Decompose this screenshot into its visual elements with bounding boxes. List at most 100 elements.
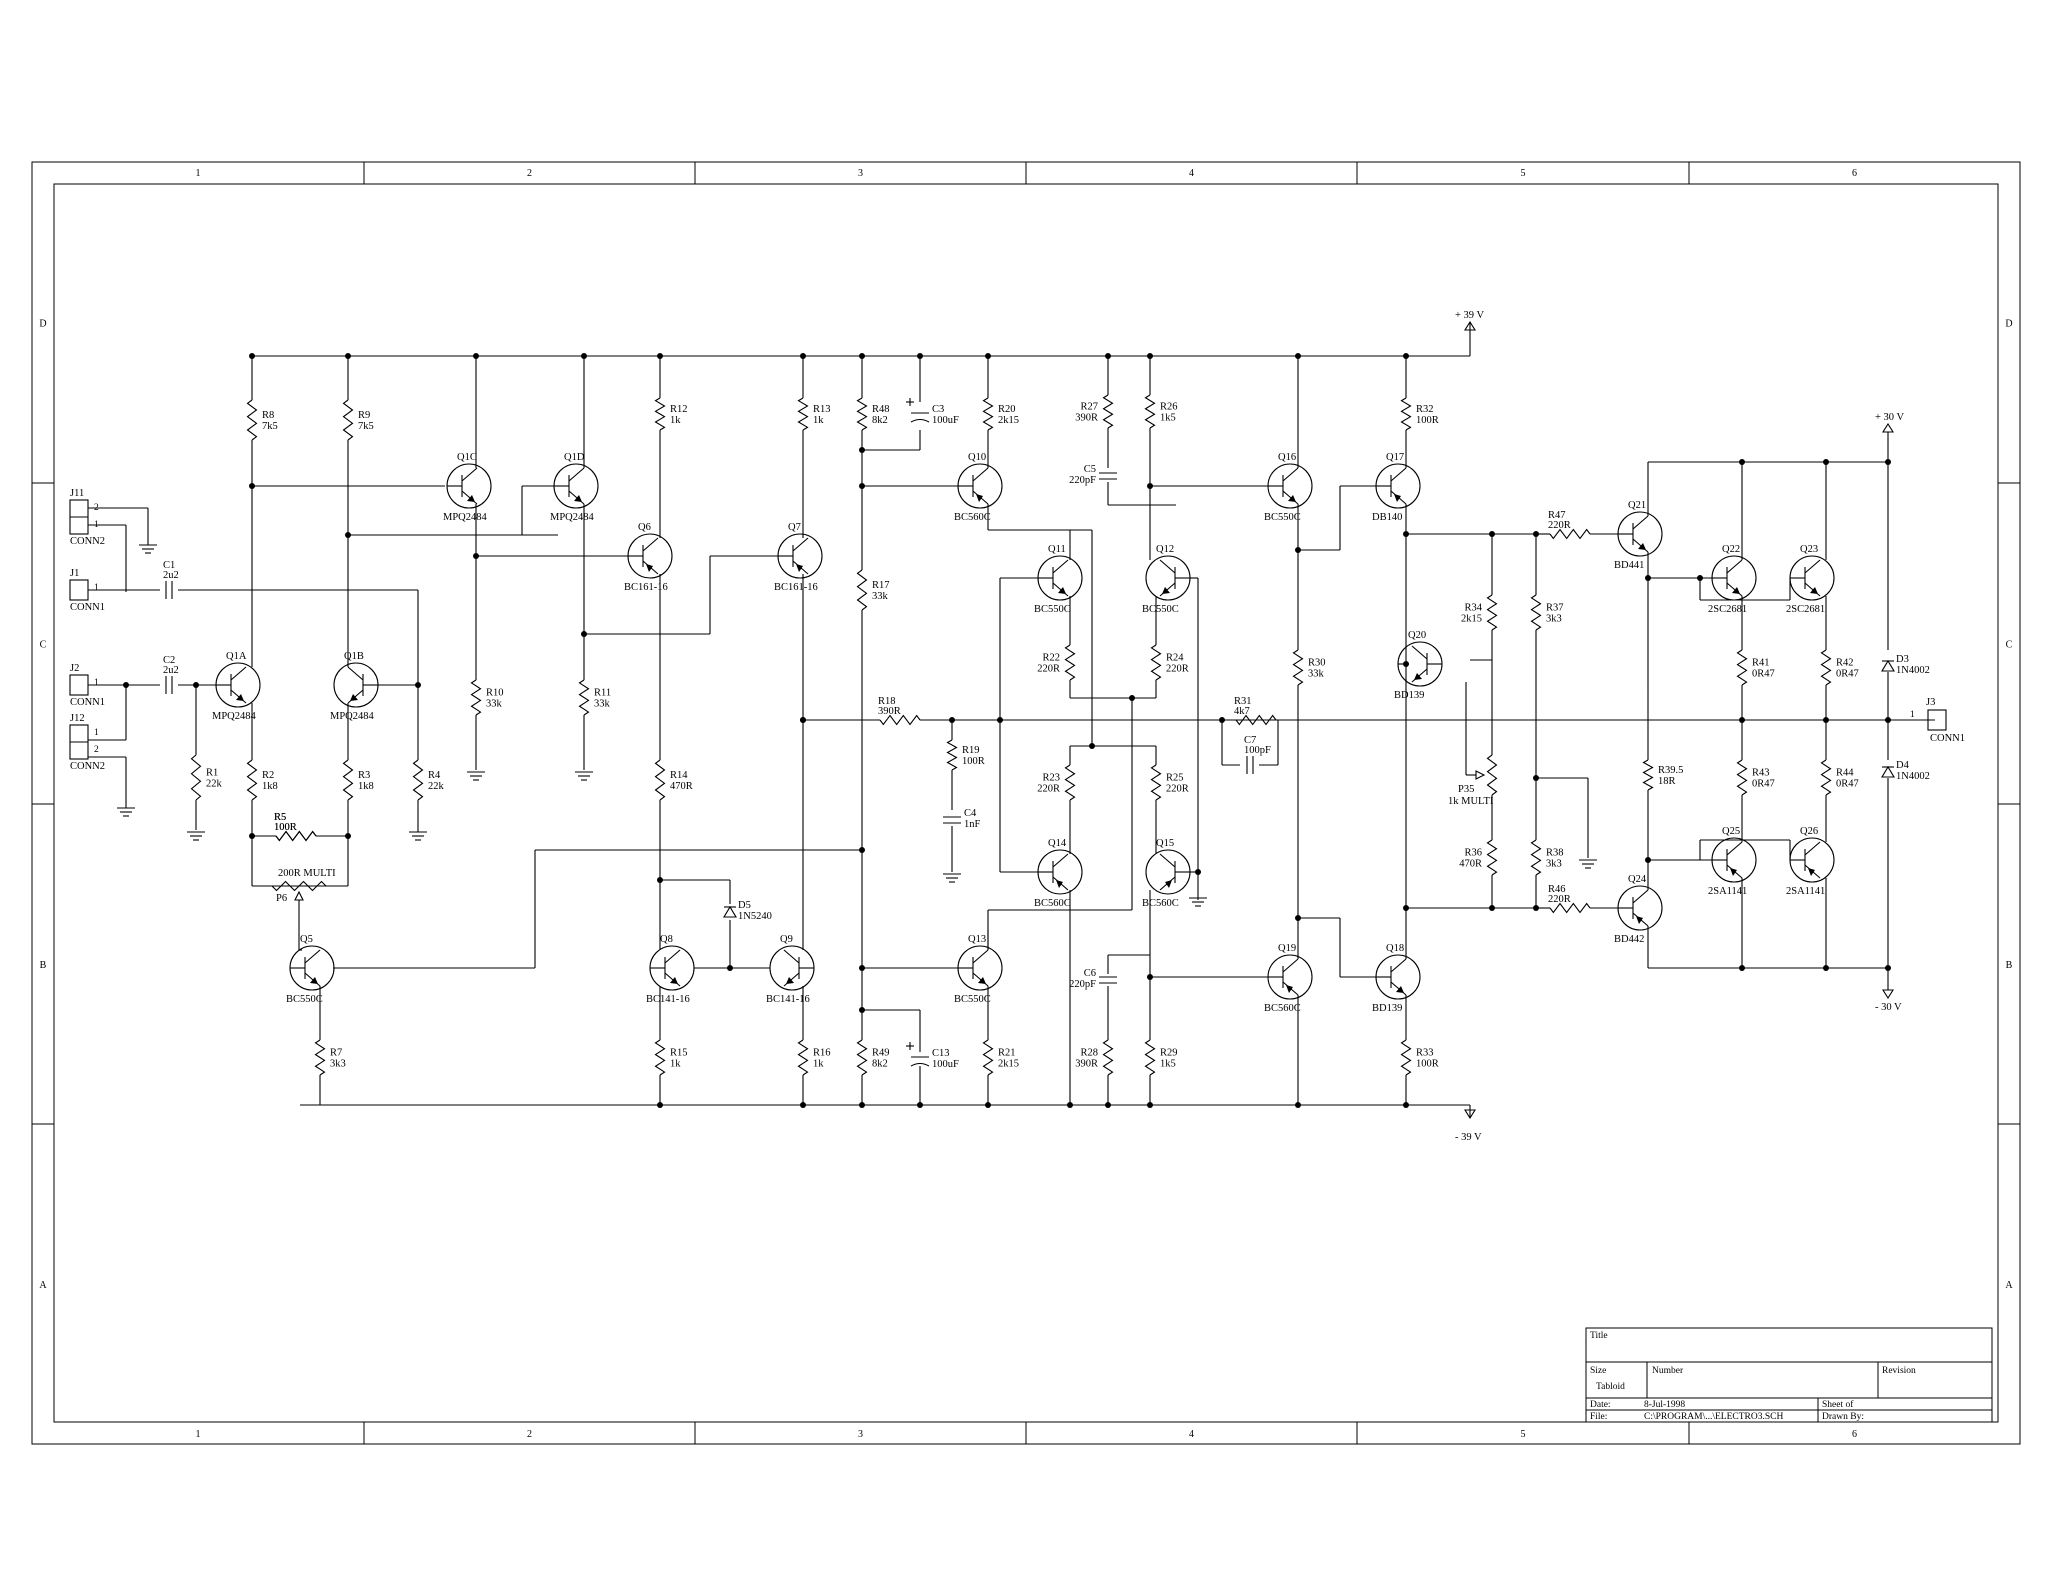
- zone-col-top: 2: [527, 168, 532, 179]
- drawing-frame: [31, 161, 2021, 1445]
- transistor-value: BC141-16: [766, 994, 810, 1005]
- resistor-value: 33k: [594, 699, 611, 710]
- transistor-value: BC560C: [1264, 1003, 1301, 1014]
- transistor-ref: Q14: [1048, 838, 1067, 849]
- transistor-ref: Q10: [968, 452, 986, 463]
- capacitor-value: 2u2: [163, 665, 179, 676]
- ground-symbol: [575, 771, 593, 781]
- zone-col-top: 1: [196, 168, 201, 179]
- junction-dot: [657, 353, 663, 359]
- resistor-ref: R13: [813, 404, 831, 415]
- capacitor-value: 220pF: [1069, 979, 1096, 990]
- resistor-ref: R32: [1416, 404, 1434, 415]
- resistor-ref: R5: [274, 812, 286, 823]
- transistor-ref: Q1D: [564, 452, 585, 463]
- resistor-value: 0R47: [1836, 779, 1859, 790]
- transistor-value: BC141-16: [646, 994, 690, 1005]
- junction-dot: [727, 965, 733, 971]
- transistor-ref: Q23: [1800, 544, 1818, 555]
- connector-pin: 2: [94, 503, 99, 513]
- transistor-value: BC550C: [954, 994, 991, 1005]
- pot-ref: P6: [276, 893, 287, 904]
- resistor-ref: R1: [206, 768, 218, 779]
- connector-type: CONN2: [70, 761, 105, 772]
- transistor-value: 2SA1141: [1708, 886, 1747, 897]
- capacitor-value: 100pF: [1244, 745, 1271, 756]
- zone-col-bottom: 1: [196, 1429, 201, 1440]
- capacitor-ref: C4: [964, 808, 977, 819]
- resistor-value: 1k: [813, 415, 824, 426]
- resistor-value: 0R47: [1752, 779, 1775, 790]
- resistor-value: 1k8: [262, 781, 278, 792]
- resistor-value: 7k5: [358, 421, 374, 432]
- resistor-value: 100R: [962, 756, 985, 767]
- transistor-value: BC161-16: [624, 582, 668, 593]
- resistor-value: 470R: [670, 781, 693, 792]
- resistor-ref: R29: [1160, 1048, 1178, 1059]
- junction-dot: [1533, 905, 1539, 911]
- junction-dot: [985, 353, 991, 359]
- resistor-ref: R37: [1546, 603, 1564, 614]
- resistor-ref: R9: [358, 410, 370, 421]
- zone-col-top: 5: [1521, 168, 1526, 179]
- resistor-value: 2k15: [1461, 614, 1482, 625]
- resistor-value: 1k8: [358, 781, 374, 792]
- resistor-ref: R28: [1080, 1048, 1098, 1059]
- resistor-ref: R14: [670, 770, 688, 781]
- junction-dot: [859, 1102, 865, 1108]
- resistor-value: 220R: [1548, 894, 1571, 905]
- junction-dot: [800, 1102, 806, 1108]
- zone-col-bottom: 6: [1852, 1429, 1857, 1440]
- junction-dot: [581, 353, 587, 359]
- junction-dot: [473, 353, 479, 359]
- resistor-value: 2k15: [998, 1059, 1019, 1070]
- resistor-value: 220R: [1166, 664, 1189, 675]
- resistor-value: 100R: [274, 822, 297, 833]
- transistor-ref: Q16: [1278, 452, 1296, 463]
- capacitor-value: 100uF: [932, 1059, 959, 1070]
- resistor-value: 7k5: [262, 421, 278, 432]
- resistor-value: 33k: [486, 699, 503, 710]
- ground-symbol: [187, 831, 205, 841]
- pot-value: 1k MULTI: [1448, 796, 1494, 807]
- resistor-ref: R17: [872, 580, 890, 591]
- resistor-value: 390R: [1075, 413, 1098, 424]
- resistor-ref: R21: [998, 1048, 1016, 1059]
- resistor-ref: R42: [1836, 658, 1854, 669]
- transistor-value: MPQ2484: [212, 711, 257, 722]
- resistor-ref: R8: [262, 410, 274, 421]
- junction-dot: [859, 847, 865, 853]
- resistor-value: 0R47: [1752, 669, 1775, 680]
- resistor-value: 33k: [1308, 669, 1325, 680]
- diode-value: 1N5240: [738, 911, 772, 922]
- transistor-value: 2SC2681: [1708, 604, 1747, 615]
